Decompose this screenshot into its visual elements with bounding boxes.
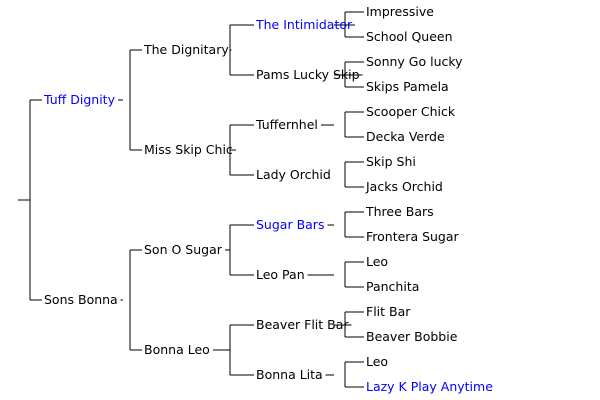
horse-name: Jacks Orchid [366, 179, 443, 194]
horse-name: Flit Bar [366, 304, 411, 319]
horse-name: The Dignitary [144, 42, 229, 57]
horse-name: Tuffernhel [256, 117, 318, 132]
horse-name: Tuff Dignity [44, 92, 115, 107]
horse-name: Leo [366, 254, 389, 269]
horse-name: Panchita [366, 279, 420, 294]
horse-name: Pams Lucky Skip [256, 67, 360, 82]
horse-name: Sugar Bars [256, 217, 325, 232]
horse-name: Bonna Leo [144, 342, 210, 357]
horse-name: Leo [366, 354, 389, 369]
horse-name: Scooper Chick [366, 104, 456, 119]
horse-name: Son O Sugar [144, 242, 222, 257]
horse-name: Sons Bonna [44, 292, 118, 307]
horse-name: Decka Verde [366, 129, 445, 144]
horse-name: Skips Pamela [366, 79, 449, 94]
horse-name: School Queen [366, 29, 453, 44]
horse-name: Lady Orchid [256, 167, 331, 182]
horse-name: The Intimidator [256, 17, 353, 32]
horse-name: Bonna Lita [256, 367, 323, 382]
horse-name: Beaver Flit Bar [256, 317, 349, 332]
horse-name: Impressive [366, 4, 434, 19]
horse-name: Skip Shi [366, 154, 416, 169]
horse-name: Frontera Sugar [366, 229, 459, 244]
horse-name: Miss Skip Chic [144, 142, 233, 157]
horse-name: Sonny Go lucky [366, 54, 463, 69]
horse-name: Beaver Bobbie [366, 329, 458, 344]
horse-name: Leo Pan [256, 267, 305, 282]
horse-name: Three Bars [366, 204, 434, 219]
horse-name: Lazy K Play Anytime [366, 379, 493, 394]
